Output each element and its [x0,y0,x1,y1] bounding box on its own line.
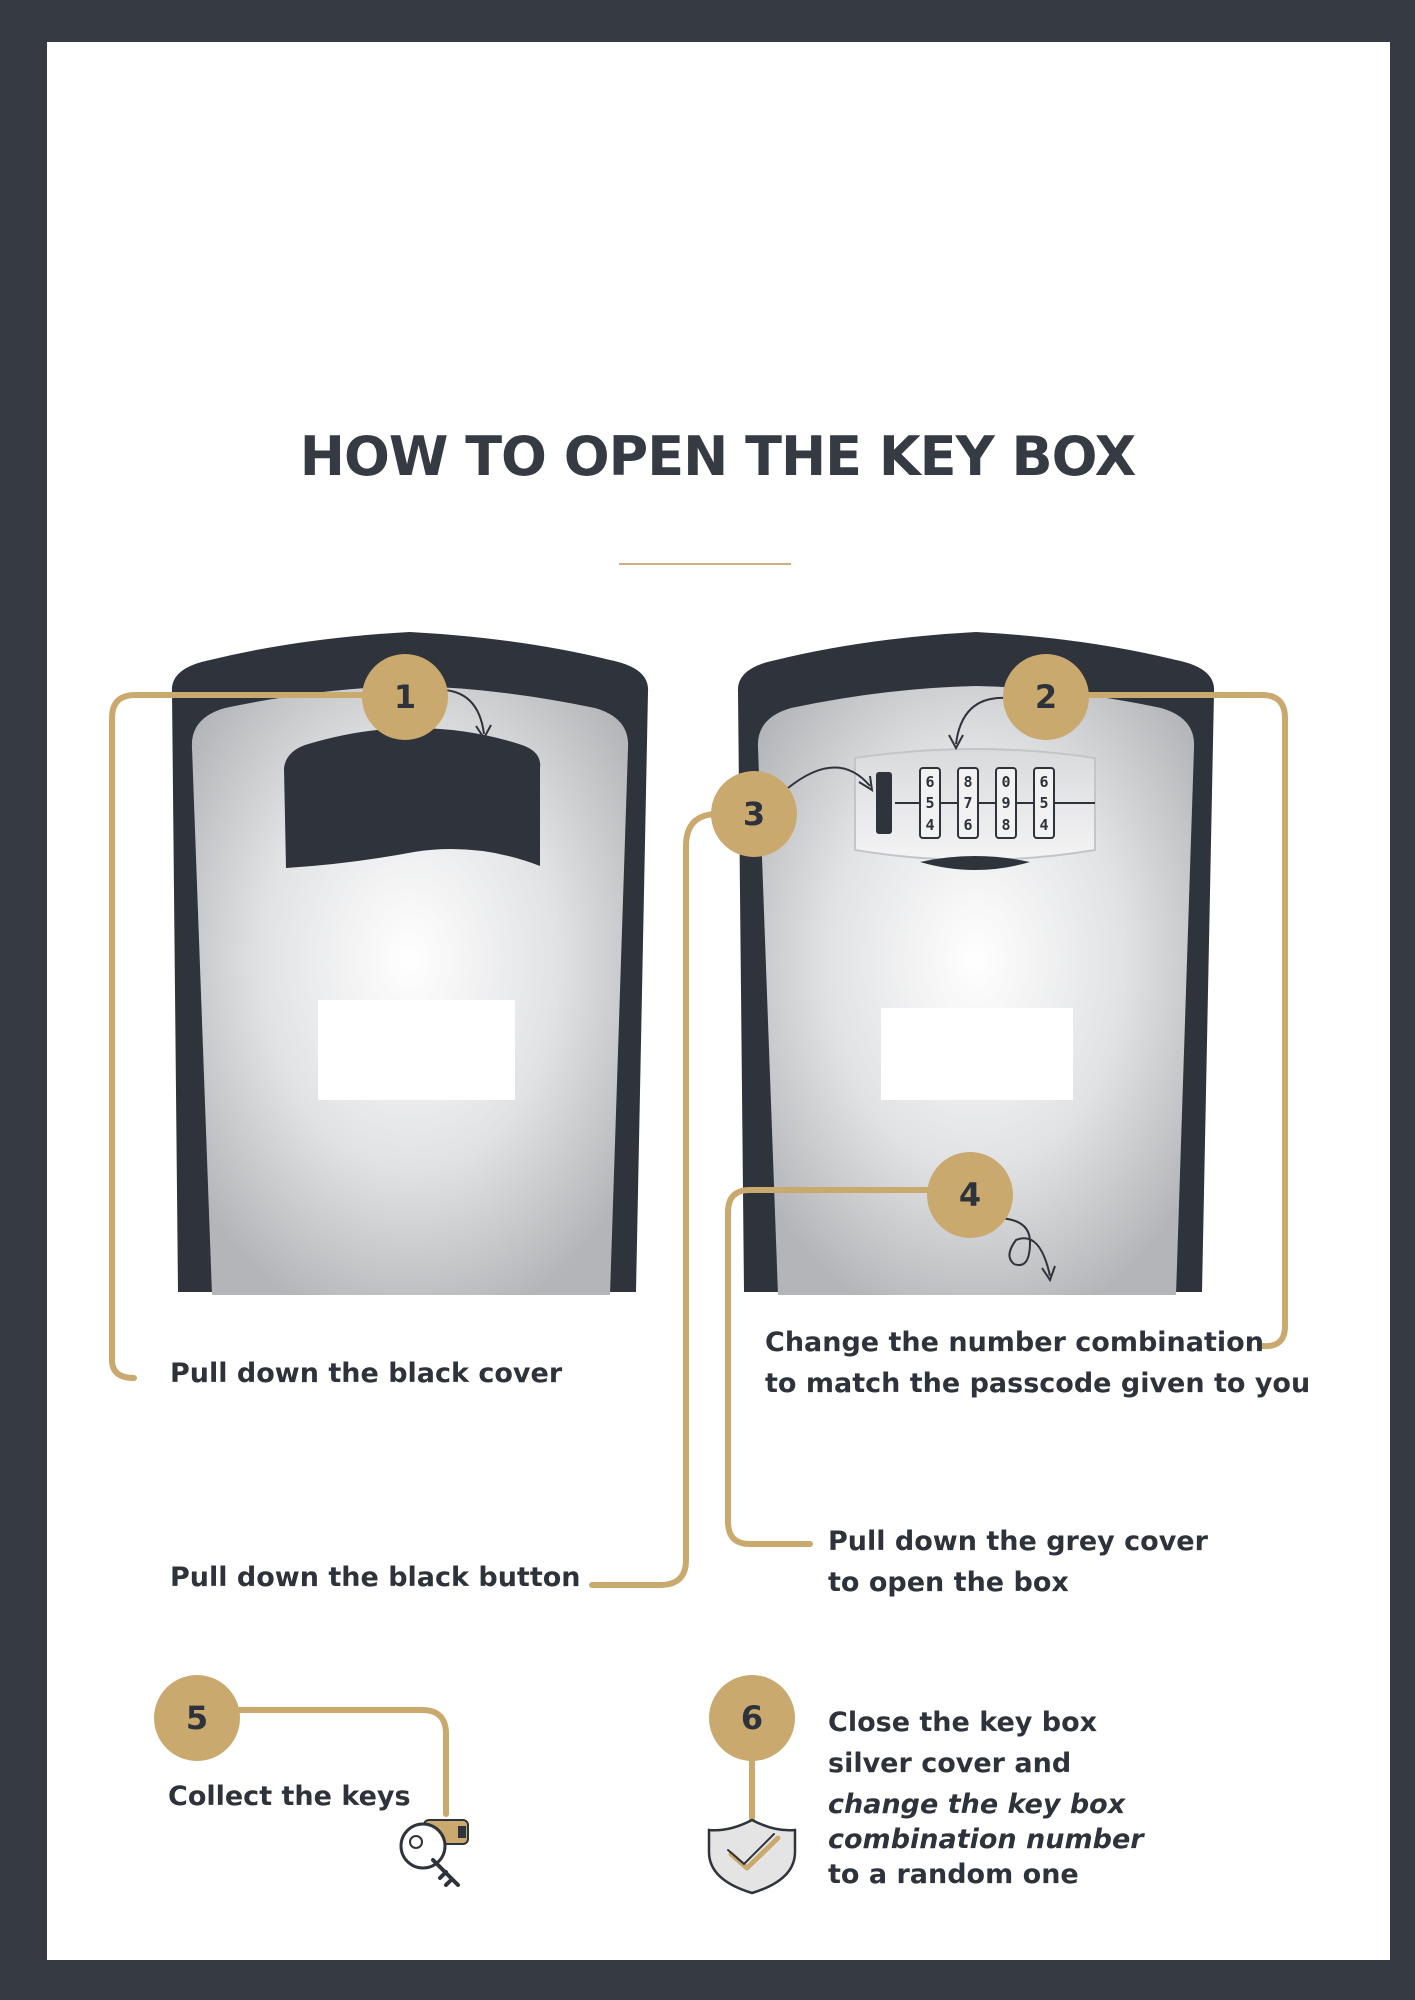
svg-text:1: 1 [394,678,416,716]
connector-step-2 [1079,692,1288,1350]
key-box-left-label [318,1000,515,1100]
step-badge-1: 1 [362,654,448,740]
key-box-left [171,632,649,1295]
svg-text:3: 3 [743,795,765,833]
svg-text:2: 2 [1035,678,1057,716]
arrow-step-1-head [475,724,492,740]
step-badge-5: 5 [154,1675,240,1761]
connector-step-5 [235,1707,449,1817]
step-4-caption-line-2: to open the box [828,1567,1069,1598]
step-4-caption-line-1: Pull down the grey cover [828,1526,1208,1557]
svg-text:0: 0 [1001,773,1010,791]
svg-text:6: 6 [925,773,934,791]
connector-step-3 [589,811,721,1588]
connector-lines [109,692,1288,1823]
svg-text:4: 4 [1039,816,1048,834]
black-cover[interactable] [284,728,541,868]
step-6-caption-emphasis-2: combination number [828,1824,1144,1855]
combination-dial-2[interactable]: 8 7 6 [957,767,979,839]
page-title: HOW TO OPEN THE KEY BOX [299,425,1137,488]
svg-text:7: 7 [963,794,972,812]
svg-text:5: 5 [925,794,934,812]
arrow-step-4 [994,1217,1051,1277]
arrow-step-3 [787,766,871,789]
shield-check-icon [707,1818,797,1895]
step-badge-2: 2 [1003,654,1089,740]
dial-housing-bottom [920,856,1030,870]
step-5-caption: Collect the keys [168,1781,411,1812]
arrow-step-2-head [948,734,964,751]
svg-text:5: 5 [186,1699,208,1737]
title-divider [619,563,791,565]
step-badge-4: 4 [927,1152,1013,1238]
step-6-caption: Close the key box silver cover and chang… [828,1702,1144,1895]
svg-text:6: 6 [963,816,972,834]
step-badge-6: 6 [709,1675,795,1761]
arrow-step-4-head [1041,1265,1056,1283]
combination-dial-4[interactable]: 6 5 4 [1033,767,1055,839]
key-with-tag-icon [399,1819,469,1887]
combination-dial-1[interactable]: 6 5 4 [919,767,941,839]
step-6-caption-line-3: to a random one [828,1859,1079,1890]
key-box-right: 6 5 4 8 7 6 0 9 8 6 5 4 [737,632,1215,1295]
step-6-caption-line-2: silver cover and [828,1748,1072,1779]
svg-text:4: 4 [925,816,934,834]
svg-text:8: 8 [963,773,972,791]
key-box-right-label [881,1008,1073,1100]
step-2-caption-line-2: to match the passcode given to you [765,1368,1311,1399]
connector-step-4 [725,1187,933,1547]
step-6-caption-line-1: Close the key box [828,1707,1098,1738]
step-3-caption: Pull down the black button [170,1562,581,1593]
step-4-caption: Pull down the grey cover to open the box [828,1521,1208,1603]
svg-text:5: 5 [1039,794,1048,812]
arrow-step-3-head [858,775,874,792]
step-badge-3: 3 [711,771,797,857]
black-button[interactable] [876,772,892,834]
step-1-caption: Pull down the black cover [170,1358,563,1389]
step-2-caption: Change the number combination to match t… [765,1322,1310,1404]
combination-dial-3[interactable]: 0 9 8 [995,767,1017,839]
svg-text:8: 8 [1001,816,1010,834]
svg-text:4: 4 [959,1176,981,1214]
svg-text:6: 6 [1039,773,1048,791]
arrow-step-2 [955,696,1007,745]
step-2-caption-line-1: Change the number combination [765,1327,1264,1358]
svg-text:9: 9 [1001,794,1010,812]
svg-text:6: 6 [741,1699,763,1737]
step-6-caption-emphasis-1: change the key box [828,1789,1126,1820]
connector-step-1 [109,692,375,1381]
